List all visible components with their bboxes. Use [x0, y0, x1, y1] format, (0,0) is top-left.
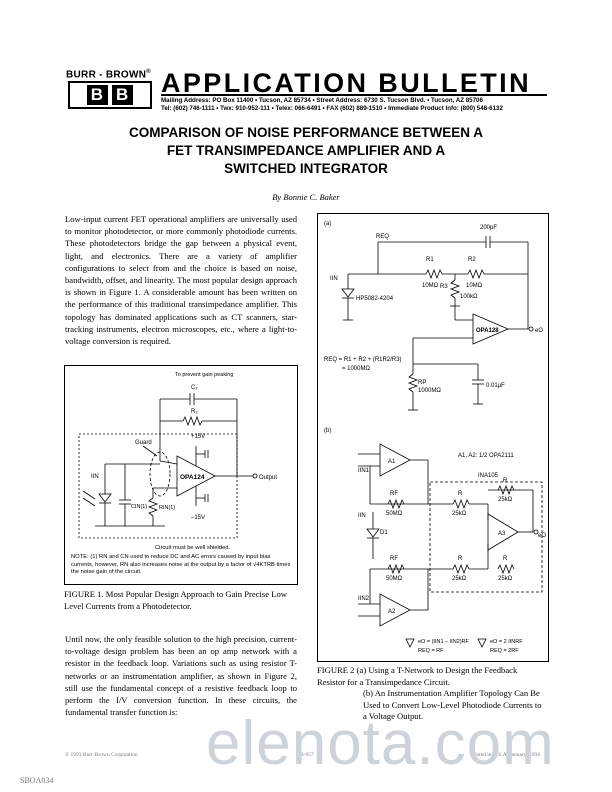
fig2-a-req: REQ: [376, 234, 389, 240]
fig2-b-rf2: RF: [390, 556, 398, 562]
fig2-b-iin1: IIN1: [358, 468, 370, 474]
fig2-b-eq-left1: eO = (IIN1 – IIN2)RF: [418, 639, 470, 645]
figure-1-box: To prevent gain peaking C₂ R₂ Guard +15V…: [64, 365, 298, 585]
fig2-b-eq-right2: REQ = 2RF: [490, 648, 519, 654]
fig2-a-r1: R1: [426, 257, 434, 263]
header-rule: [161, 94, 547, 96]
fig2-b-eq-right1: eO = 2 IINRF: [490, 639, 523, 645]
fig2-b-r1: R: [458, 491, 463, 497]
fig2-b-eq-left2: REQ = RF: [418, 648, 444, 654]
fig2-b-r1-val: 25kΩ: [452, 511, 467, 517]
fig2-b-rf1-val: 50MΩ: [386, 511, 403, 517]
fig2-a-r3-val: 100kΩ: [460, 294, 478, 300]
fig1-plus15-label: +15V: [191, 434, 205, 440]
fig2-a-eq2: = 1000MΩ: [342, 366, 371, 372]
company-name: BURR - BROWN®: [66, 69, 151, 81]
fig1-opamp-label: OPA124: [180, 474, 205, 481]
fig2-b-r2: R: [503, 478, 508, 484]
fig2-b-r4: R: [503, 556, 508, 562]
fig2-b-a1: A1: [388, 459, 396, 465]
fig2-b-a2: A2: [388, 609, 396, 615]
body-paragraph-2: Until now, the only feasible solution to…: [65, 634, 297, 718]
figure-2-schematic: (a) 200pF REQ R1 10MΩ R2 10MΩ R3 100kΩ I…: [324, 221, 546, 654]
fig2-b-r4-val: 25kΩ: [498, 576, 513, 582]
fig2-b-iin2: IIN2: [358, 596, 370, 602]
fig2-a-cp: 0.01µF: [486, 383, 505, 389]
fig2-a-r3: R3: [440, 284, 448, 290]
fig1-r2-label: R₂: [191, 409, 198, 415]
figure-1-schematic: To prevent gain peaking C₂ R₂ Guard +15V…: [78, 372, 277, 551]
fig1-cin-label: CIN(1): [131, 504, 147, 510]
author: By Bonnie C. Baker: [272, 192, 340, 202]
fig1-guard-label: Guard: [135, 440, 152, 446]
fig2-a-r1-val: 10MΩ: [422, 283, 439, 289]
intro-paragraph: Low-input current FET operational amplif…: [65, 214, 297, 347]
fig2-b-iin: IIN: [358, 513, 366, 519]
fig2-a-cap: 200pF: [480, 225, 497, 231]
footer-copyright: © 1993 Burr-Brown Corporation: [65, 752, 138, 758]
fig1-shielded-label: Circuit must be well shielded.: [155, 545, 230, 551]
fig2-b-d1: D1: [380, 530, 388, 536]
fig2-a-rp: RP: [418, 380, 426, 386]
fig2-panel-a: (a): [324, 221, 331, 227]
fig2-a-r2-val: 10MΩ: [466, 283, 483, 289]
fig2-a-eo: eO: [535, 328, 543, 334]
footer-doc-number: AB-057: [296, 752, 314, 758]
fig2-b-rf2-val: 50MΩ: [386, 576, 403, 582]
fig1-c2-label: C₂: [191, 385, 198, 391]
fig1-rin-label: RIN(1): [159, 505, 175, 511]
fig2-a-opamp: OPA128: [476, 328, 499, 334]
fig2-b-a3: A3: [498, 531, 506, 537]
fig2-a-eq1: REQ = R1 + R2 + (R1R2/R3): [324, 357, 402, 363]
figure-2-caption: FIGURE 2 (a) Using a T-Network to Design…: [317, 665, 542, 721]
fig2-b-rf1: RF: [390, 491, 398, 497]
fig2-a-r2: R2: [468, 257, 476, 263]
bulletin-title: APPLICATION BULLETIN: [161, 68, 531, 98]
fig2-panel-b: (b): [324, 428, 331, 434]
fig2-b-r3: R: [458, 556, 463, 562]
fig2-b-amp-label: A1, A2: 1/2 OPA2111: [458, 453, 514, 459]
fig2-b-r2-val: 25kΩ: [498, 497, 513, 503]
footer-code: SBOA034: [20, 776, 54, 785]
watermark: elenota.com: [206, 709, 555, 778]
fig2-a-rp-val: 1000MΩ: [418, 388, 441, 394]
footer-printed: Printed in U.S.A. January, 1994: [470, 752, 540, 758]
contact-line-2: Tel: (602) 746-1111 • Twx: 910-952-111 •…: [161, 105, 503, 112]
fig2-b-eo: eO: [538, 533, 546, 539]
fig1-output-label: Output: [259, 475, 277, 481]
figure-2-box: (a) 200pF REQ R1 10MΩ R2 10MΩ R3 100kΩ I…: [317, 213, 549, 662]
figure-1-note: NOTE: (1) RN and CN used to reduce DC an…: [71, 554, 291, 575]
contact-line-1: Mailing Address: PO Box 11400 • Tucson, …: [161, 97, 483, 104]
fig2-b-ina: INA105: [478, 473, 499, 479]
document-title: COMPARISON OF NOISE PERFORMANCE BETWEEN …: [128, 125, 483, 176]
fig1-gain-peaking-label: To prevent gain peaking: [175, 372, 233, 378]
fig2-a-iin: IIN: [330, 276, 338, 282]
fig2-a-diode: HP5082-4204: [356, 296, 394, 302]
fig1-iin-label: IIN: [91, 474, 99, 480]
fig2-b-r3-val: 25kΩ: [452, 576, 467, 582]
figure-1-caption: FIGURE 1. Most Popular Design Approach t…: [64, 589, 287, 611]
fig1-minus15-label: –15V: [191, 515, 205, 521]
